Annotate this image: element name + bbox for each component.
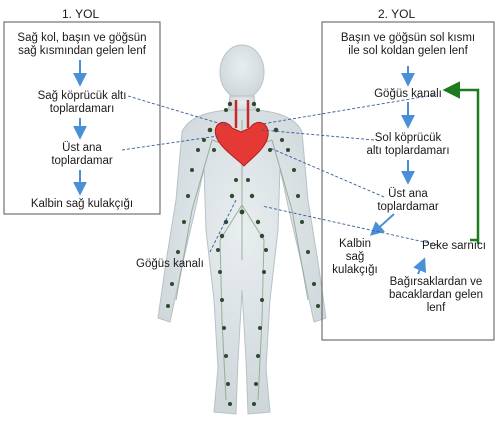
path1-step2: Üst ana toplardamar xyxy=(6,142,158,168)
path2-chyle: Peke sarnıcı xyxy=(422,240,486,252)
heart-shape xyxy=(214,121,269,167)
path1-source-line2: sağ kısmından gelen lenf xyxy=(18,45,146,57)
path1-step2-line2: toplardamar xyxy=(51,155,113,167)
path2-step4-line2: sağ xyxy=(345,251,365,263)
path2-heading: 2. YOL xyxy=(378,7,416,21)
path2-box xyxy=(321,21,495,341)
leader-lines xyxy=(121,94,439,253)
path2-step4: Kalbin sağ kulakçığı xyxy=(328,238,382,277)
path2-intestine-line3: lenf xyxy=(426,302,446,314)
path2-source: Başın ve göğsün sol kısmı ile sol koldan… xyxy=(324,32,492,58)
path2-step3-line1: Üst ana xyxy=(388,188,428,200)
path2-intestine: Bağırsaklardan ve bacaklardan gelen lenf xyxy=(380,276,492,315)
path1-box xyxy=(3,21,161,215)
path2-intestine-line2: bacaklardan gelen xyxy=(389,289,483,301)
path2-step2-line1: Sol köprücük xyxy=(374,132,442,144)
return-arrow xyxy=(442,81,480,244)
path1-step1-line2: toplardamarı xyxy=(49,103,115,115)
body-thoracic-duct-label: Göğüs kanalı xyxy=(136,258,204,270)
path1-heading: 1. YOL xyxy=(62,7,100,21)
path2-step1: Göğüs kanalı xyxy=(374,88,442,100)
path2-intestine-line1: Bağırsaklardan ve xyxy=(389,276,483,288)
path2-source-line1: Başın ve göğsün sol kısmı xyxy=(340,32,476,44)
path1-source: Sağ kol, başın ve göğsün sağ kısmından g… xyxy=(6,32,158,58)
path2-source-line2: ile sol koldan gelen lenf xyxy=(348,45,468,57)
path1-step2-line1: Üst ana xyxy=(62,142,102,154)
path1-step1-line1: Sağ köprücük altı xyxy=(37,90,127,102)
human-body-figure xyxy=(157,44,327,415)
path2-step4-line1: Kalbin xyxy=(339,238,371,250)
path1-source-line1: Sağ kol, başın ve göğsün xyxy=(17,32,147,44)
path2-step2-line2: altı toplardamarı xyxy=(366,145,450,157)
path1-step1: Sağ köprücük altı toplardamarı xyxy=(6,90,158,116)
path2-flow-arrows xyxy=(369,66,427,275)
path2-step4-line3: kulakçığı xyxy=(332,264,378,276)
path2-step2: Sol köprücük altı toplardamarı xyxy=(346,132,470,158)
path2-step3-line2: toplardamar xyxy=(377,201,439,213)
path1-step3: Kalbin sağ kulakçığı xyxy=(30,198,134,210)
path2-step3: Üst ana toplardamar xyxy=(364,188,452,214)
